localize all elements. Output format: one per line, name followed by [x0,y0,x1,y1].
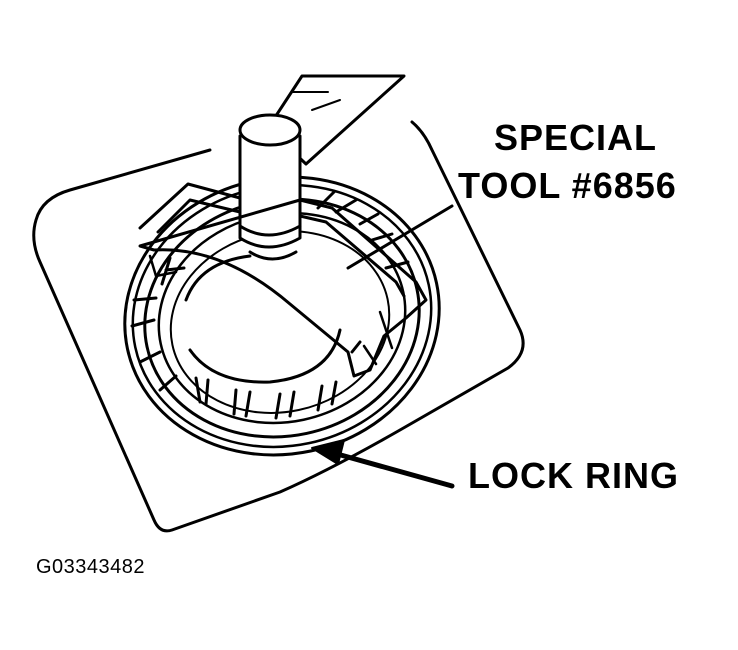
tank-plate-outline [32,120,525,533]
tool-frame-inner [156,198,406,354]
leader-special-tool [346,204,454,270]
callout-special-tool-line2: TOOL #6856 [458,165,677,206]
tool-frame-outer [138,182,428,378]
tool-handle-shade [291,91,341,111]
tool-post-band [238,224,302,261]
leader-lock-ring [327,449,455,489]
tool-post [238,134,302,249]
callout-lock-ring: LOCK RING [468,455,679,496]
recess-arc [184,254,342,384]
tool-post-top [238,113,302,147]
figure-id: G03343482 [36,556,146,578]
tool-frame-edge [148,254,394,366]
lock-ring-tabs [130,190,410,420]
arrowhead-lock-ring [311,439,345,465]
callout-special-tool-line1: SPECIAL [494,117,658,158]
